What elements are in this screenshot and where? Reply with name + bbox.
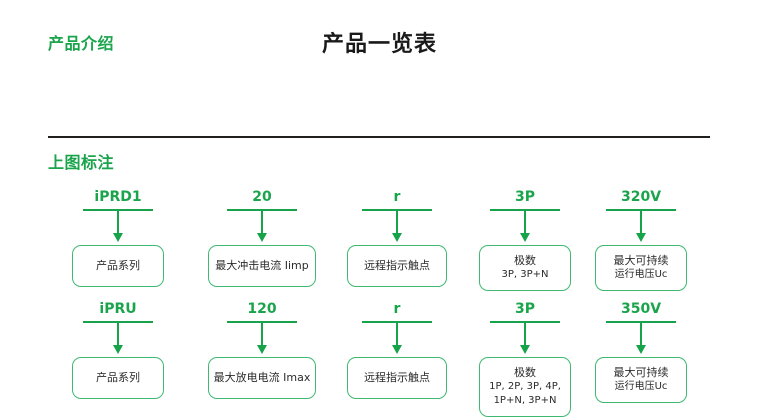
connector-stem — [524, 211, 526, 235]
legend-column: 350V 最大可持续运行电压Uc — [576, 300, 706, 403]
connector-head — [257, 233, 267, 242]
section-title: 上图标注 — [48, 153, 115, 172]
legend-box: 最大可持续运行电压Uc — [595, 245, 687, 291]
connector-head — [113, 233, 123, 242]
connector-stem — [261, 211, 263, 235]
legend-code-label: r — [393, 301, 401, 317]
legend-code-label: 350V — [620, 301, 662, 317]
connector-bar — [490, 209, 560, 211]
connector-stem — [640, 211, 642, 235]
legend-box-title: 极数 — [514, 254, 536, 267]
connector-head — [520, 345, 530, 354]
legend-box-detail: 1P+N, 3P+N — [493, 395, 557, 406]
legend-column: 120 最大放电电流 Imax — [197, 300, 327, 399]
legend-box-title: 最大可持续 — [613, 366, 669, 379]
legend-column: r 远程指示触点 — [332, 188, 462, 287]
down-arrow-connector-icon — [83, 209, 153, 245]
connector-stem — [117, 323, 119, 347]
legend-box-title: 远程指示触点 — [364, 259, 430, 272]
legend-box: 远程指示触点 — [347, 245, 447, 287]
connector-stem — [640, 323, 642, 347]
legend-box: 产品系列 — [72, 245, 164, 287]
connector-head — [636, 233, 646, 242]
down-arrow-connector-icon — [490, 321, 560, 357]
legend-box-title: 最大放电电流 Imax — [213, 371, 311, 384]
down-arrow-connector-icon — [227, 209, 297, 245]
connector-stem — [117, 211, 119, 235]
connector-head — [636, 345, 646, 354]
legend-box-detail: 1P, 2P, 3P, 4P, — [489, 381, 561, 392]
legend-box-detail: 3P, 3P+N — [501, 269, 549, 280]
legend-box: 极数 1P, 2P, 3P, 4P, 1P+N, 3P+N — [479, 357, 571, 417]
connector-bar — [83, 321, 153, 323]
legend-diagram: iPRD1 产品系列 20 最大冲击电流 Iimp r 远程指示触点 3P 极数 3P, 3P+… — [0, 188, 757, 417]
page-header: 产品介绍 产品一览表 — [0, 0, 757, 118]
legend-column: r 远程指示触点 — [332, 300, 462, 399]
legend-row: iPRD1 产品系列 20 最大冲击电流 Iimp r 远程指示触点 3P 极数 3P, 3P+… — [0, 188, 757, 300]
connector-bar — [606, 321, 676, 323]
legend-box: 最大可持续运行电压Uc — [595, 357, 687, 403]
down-arrow-connector-icon — [490, 209, 560, 245]
legend-box: 产品系列 — [72, 357, 164, 399]
legend-box-detail: 运行电压Uc — [614, 381, 668, 392]
legend-box: 最大放电电流 Imax — [208, 357, 316, 399]
legend-box-title: 产品系列 — [96, 259, 140, 272]
down-arrow-connector-icon — [227, 321, 297, 357]
connector-bar — [83, 209, 153, 211]
legend-box-title: 产品系列 — [96, 371, 140, 384]
legend-code-label: 3P — [514, 189, 535, 205]
down-arrow-connector-icon — [362, 321, 432, 357]
legend-box: 极数 3P, 3P+N — [479, 245, 571, 291]
connector-head — [113, 345, 123, 354]
legend-code-label: r — [393, 189, 401, 205]
legend-box-title: 最大冲击电流 Iimp — [215, 259, 309, 272]
connector-head — [520, 233, 530, 242]
legend-row: iPRU 产品系列 120 最大放电电流 Imax r 远程指示触点 3P 极数 1P, 2P,… — [0, 300, 757, 417]
legend-box: 最大冲击电流 Iimp — [208, 245, 316, 287]
legend-code-label: 3P — [514, 301, 535, 317]
down-arrow-connector-icon — [606, 209, 676, 245]
connector-bar — [227, 209, 297, 211]
down-arrow-connector-icon — [83, 321, 153, 357]
legend-box-title: 极数 — [514, 366, 536, 379]
legend-box: 远程指示触点 — [347, 357, 447, 399]
connector-bar — [606, 209, 676, 211]
connector-head — [392, 345, 402, 354]
connector-stem — [396, 323, 398, 347]
legend-code-label: 120 — [247, 301, 277, 317]
legend-code-label: 20 — [252, 189, 272, 205]
section-divider — [48, 136, 710, 138]
breadcrumb[interactable]: 产品介绍 — [48, 34, 115, 53]
legend-code-label: iPRU — [99, 301, 137, 317]
legend-column: 3P 极数 3P, 3P+N — [460, 188, 590, 291]
legend-code-label: 320V — [620, 189, 662, 205]
connector-head — [392, 233, 402, 242]
connector-bar — [227, 321, 297, 323]
legend-column: 320V 最大可持续运行电压Uc — [576, 188, 706, 291]
connector-bar — [362, 321, 432, 323]
legend-column: 20 最大冲击电流 Iimp — [197, 188, 327, 287]
legend-column: 3P 极数 1P, 2P, 3P, 4P, 1P+N, 3P+N — [460, 300, 590, 417]
legend-box-detail: 运行电压Uc — [614, 269, 668, 280]
down-arrow-connector-icon — [606, 321, 676, 357]
legend-column: iPRD1 产品系列 — [53, 188, 183, 287]
legend-box-title: 最大可持续 — [613, 254, 669, 267]
connector-stem — [524, 323, 526, 347]
connector-bar — [362, 209, 432, 211]
legend-code-label: iPRD1 — [94, 189, 142, 205]
connector-stem — [261, 323, 263, 347]
connector-stem — [396, 211, 398, 235]
page-title: 产品一览表 — [322, 32, 438, 57]
legend-box-title: 远程指示触点 — [364, 371, 430, 384]
connector-bar — [490, 321, 560, 323]
down-arrow-connector-icon — [362, 209, 432, 245]
legend-column: iPRU 产品系列 — [53, 300, 183, 399]
connector-head — [257, 345, 267, 354]
